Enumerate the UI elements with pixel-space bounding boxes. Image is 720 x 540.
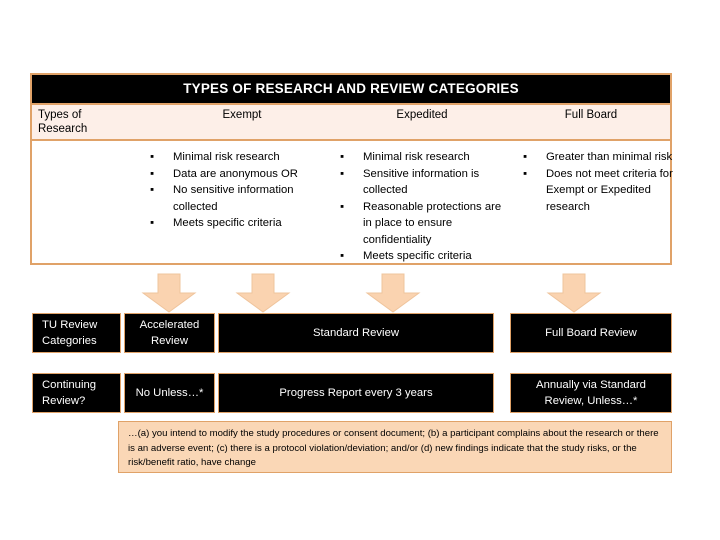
down-arrow-icon-4: [546, 273, 602, 313]
list-item: ▪ Meets specific criteria: [337, 248, 512, 265]
continuing-review-expedited: Progress Report every 3 years: [218, 373, 494, 413]
list-item-label: No sensitive information collected: [173, 184, 294, 213]
continuing-review-label: Continuing Review?: [32, 373, 121, 413]
review-category-accelerated: Accelerated Review: [124, 313, 215, 353]
bullet-icon: ▪: [523, 151, 528, 163]
list-item: ▪ Meets specific criteria: [147, 215, 327, 232]
table-title: TYPES OF RESEARCH AND REVIEW CATEGORIES: [32, 75, 670, 105]
bullet-icon: ▪: [340, 250, 345, 262]
footnote-text: …(a) you intend to modify the study proc…: [128, 428, 659, 468]
cell-text: Accelerated Review: [139, 319, 200, 347]
list-item: ▪ Minimal risk research: [147, 149, 327, 166]
list-item-label: Sensitive information is collected: [363, 167, 480, 197]
exempt-criteria-list: ▪ Minimal risk research ▪ Data are anony…: [147, 149, 327, 232]
down-arrow-icon-2: [235, 273, 291, 313]
cell-text: Continuing Review?: [42, 379, 97, 407]
header-types-of-research: Types of Research: [38, 109, 88, 135]
list-item-label: Data are anonymous OR: [173, 167, 298, 180]
bullet-icon: ▪: [150, 167, 155, 180]
list-item: ▪ Greater than minimal risk: [520, 149, 675, 166]
list-item: ▪ Sensitive information is collected: [337, 166, 512, 199]
footnote-box: …(a) you intend to modify the study proc…: [118, 421, 672, 473]
bullet-icon: ▪: [340, 151, 345, 163]
header-full-board: Full Board: [564, 109, 618, 121]
down-arrow-icon-1: [141, 273, 197, 313]
list-item-label: Meets specific criteria: [173, 217, 282, 229]
review-category-standard: Standard Review: [218, 313, 494, 353]
cell-text: TU Review Categories: [42, 319, 98, 347]
header-exempt: Exempt: [222, 109, 262, 121]
bullet-icon: ▪: [150, 217, 155, 229]
cell-text: Annually via Standard Review, Unless…*: [536, 379, 646, 407]
bullet-icon: ▪: [150, 184, 155, 196]
list-item-label: Minimal risk research: [173, 151, 280, 163]
continuing-review-exempt: No Unless…*: [124, 373, 215, 413]
cell-text: No Unless…*: [135, 387, 204, 399]
list-item-label: Meets specific criteria: [363, 250, 472, 262]
cell-text: Full Board Review: [545, 327, 637, 339]
bullet-icon: ▪: [340, 167, 345, 180]
cell-text: Progress Report every 3 years: [279, 387, 433, 399]
expedited-criteria-list: ▪ Minimal risk research ▪ Sensitive info…: [337, 149, 512, 265]
cell-text: Standard Review: [312, 327, 400, 339]
table-body-row: ▪ Minimal risk research ▪ Data are anony…: [32, 141, 673, 265]
down-arrow-icon-3: [365, 273, 421, 313]
bullet-icon: ▪: [340, 200, 345, 213]
tu-review-categories-label: TU Review Categories: [32, 313, 121, 353]
continuing-review-full-board: Annually via Standard Review, Unless…*: [510, 373, 672, 413]
list-item: ▪ Reasonable protections are in place to…: [337, 199, 512, 249]
list-item-label: Reasonable protections are in place to e…: [363, 200, 502, 246]
list-item-label: Does not meet criteria for Exempt or Exp…: [546, 167, 673, 213]
full-board-criteria-list: ▪ Greater than minimal risk ▪ Does not m…: [520, 149, 675, 215]
review-category-full-board: Full Board Review: [510, 313, 672, 353]
bullet-icon: ▪: [150, 151, 155, 163]
research-table: TYPES OF RESEARCH AND REVIEW CATEGORIES …: [30, 73, 673, 265]
list-item: ▪ Minimal risk research: [337, 149, 512, 166]
list-item: ▪ Data are anonymous OR: [147, 166, 327, 183]
header-expedited: Expedited: [396, 109, 448, 121]
table-header-row: Types of Research Exempt Expedited Full …: [32, 105, 670, 141]
list-item-label: Greater than minimal risk: [546, 151, 673, 163]
list-item: ▪ No sensitive information collected: [147, 182, 327, 215]
list-item-label: Minimal risk research: [363, 151, 470, 163]
bullet-icon: ▪: [523, 167, 528, 180]
list-item: ▪ Does not meet criteria for Exempt or E…: [520, 166, 675, 216]
